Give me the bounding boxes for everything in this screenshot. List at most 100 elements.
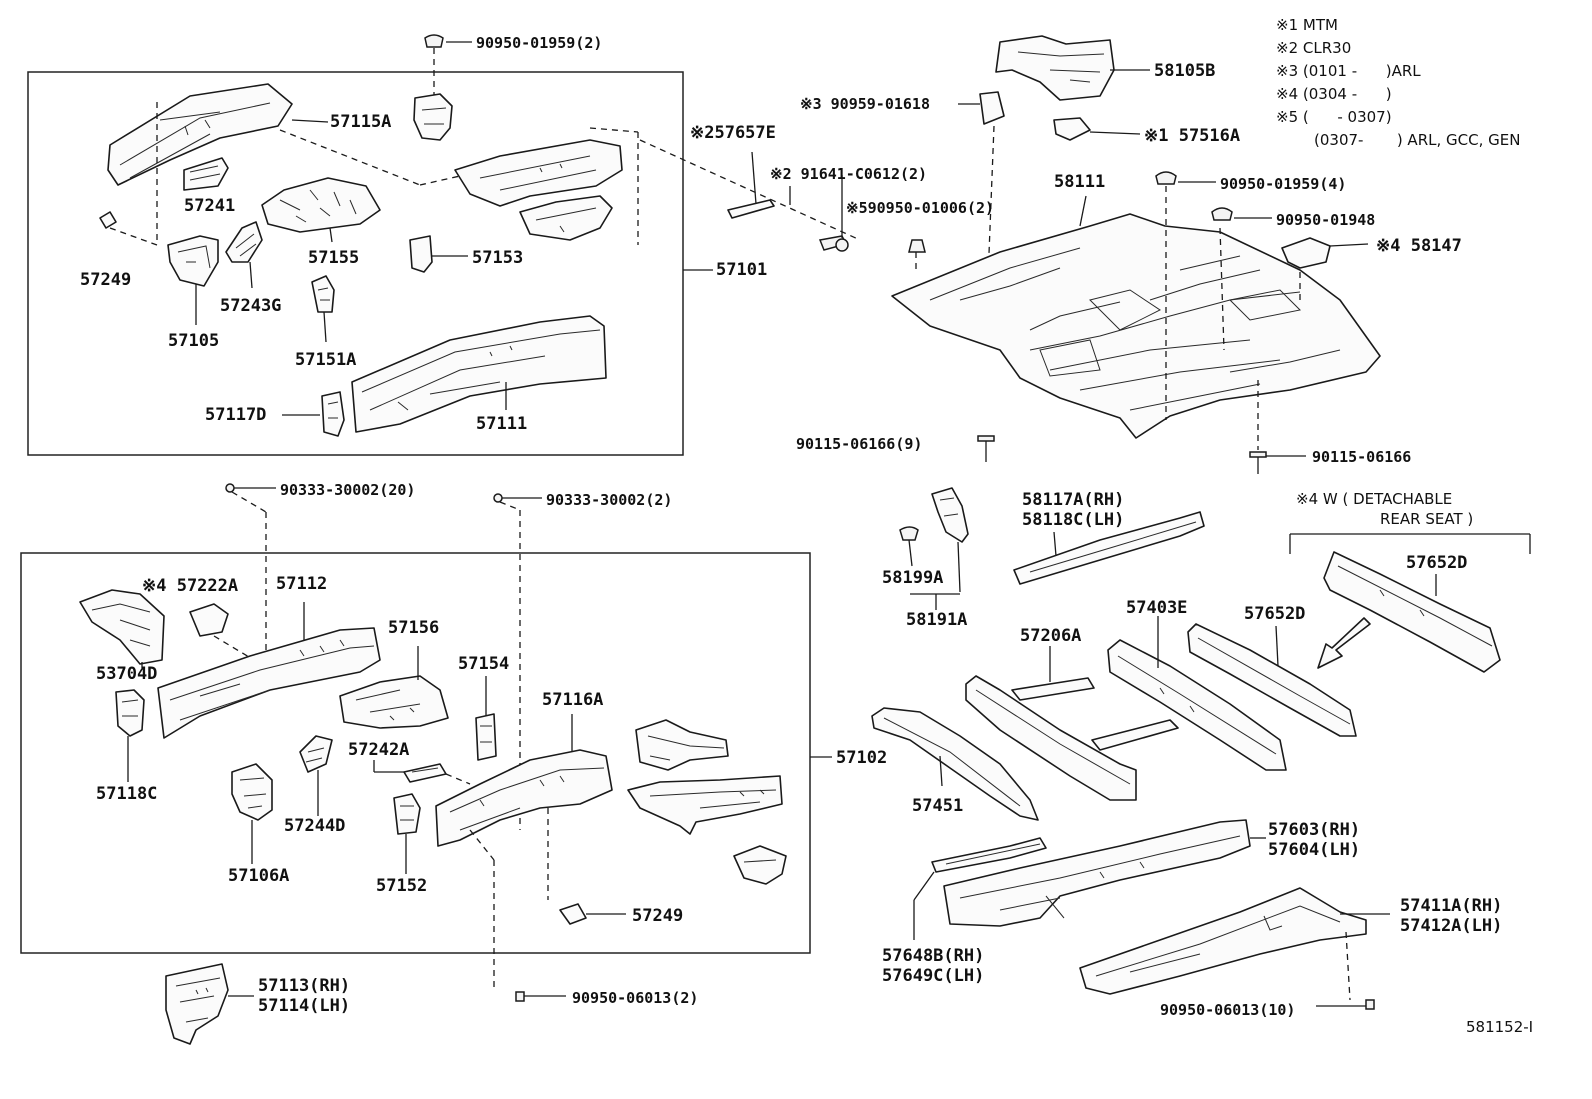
label-57244D: 57244D <box>284 816 346 836</box>
label-58105B: 58105B <box>1154 61 1216 81</box>
label-57249-top: 57249 <box>80 270 132 290</box>
label-57604: 57604(LH) <box>1268 840 1361 860</box>
label-57648B: 57648B(RH) <box>882 946 985 966</box>
part-58117A <box>1013 511 1205 585</box>
label-57105: 57105 <box>168 331 220 351</box>
label-57118C: 57118C <box>96 784 158 804</box>
clips-58111 <box>1155 171 1369 269</box>
note-3: ※3 (0101 - )ARL <box>1276 60 1520 83</box>
label-90950-01006: ※590950-01006(2) <box>846 199 995 217</box>
part-57206A <box>965 646 1179 801</box>
label-90333-30002-2: 90333-30002(2) <box>546 491 673 509</box>
label-57114: 57114(LH) <box>258 996 351 1016</box>
part-57242A <box>373 760 471 785</box>
part-57113-57114 <box>165 963 254 1045</box>
note-mark: ※5 <box>1276 108 1299 126</box>
part-57657E <box>639 139 926 270</box>
diagram-code: 581152-I <box>1466 1018 1534 1036</box>
note-4: ※4 (0304 - ) <box>1276 83 1520 106</box>
label-57412A: 57412A(LH) <box>1400 916 1503 936</box>
clip-90950-01959-top <box>424 34 472 96</box>
part-57222A <box>189 603 255 661</box>
part-57116A <box>435 714 613 900</box>
part-57603 <box>943 819 1266 927</box>
label-90115-06166: 90115-06166 <box>1312 448 1412 466</box>
part-58105B <box>995 35 1150 101</box>
note-detachable-seat-1: ※4 W ( DETACHABLE <box>1296 490 1453 508</box>
label-57113: 57113(RH) <box>258 976 351 996</box>
label-57451: 57451 <box>912 796 964 816</box>
note-text: ( - 0307) <box>1302 108 1392 126</box>
part-57106A <box>231 763 273 864</box>
label-53704D: 53704D <box>96 664 158 684</box>
label-57649C: 57649C(LH) <box>882 966 985 986</box>
part-57151A <box>311 275 335 343</box>
part-57154 <box>475 676 497 761</box>
note-2: ※2 CLR30 <box>1276 37 1520 60</box>
label-57206A: 57206A <box>1020 626 1082 646</box>
part-57115A <box>107 83 421 246</box>
label-57243G: 57243G <box>220 296 282 316</box>
label-57603: 57603(RH) <box>1268 820 1361 840</box>
label-58199A: 58199A <box>882 568 944 588</box>
group-frame-57102 <box>20 552 811 954</box>
note-mark: ※1 <box>1276 16 1299 34</box>
note-detachable-seat-2: REAR SEAT ) <box>1380 510 1474 528</box>
part-rail-bottom-right <box>627 719 787 885</box>
label-57657E: ※257657E <box>690 123 776 143</box>
label-57156: 57156 <box>388 618 440 638</box>
label-57106A: 57106A <box>228 866 290 886</box>
part-57118C <box>115 689 145 782</box>
part-rail-upper <box>413 93 639 245</box>
note-mark: ※3 <box>1276 62 1299 80</box>
note-text: (0304 - ) <box>1302 85 1392 103</box>
label-57102: 57102 <box>836 748 888 768</box>
label-57403E: 57403E <box>1126 598 1188 618</box>
note-text: (0307- ) ARL, GCC, GEN <box>1314 131 1521 149</box>
group-frame-57101 <box>27 71 684 456</box>
note-text: (0101 - )ARL <box>1302 62 1421 80</box>
label-58191A: 58191A <box>906 610 968 630</box>
label-57652D-mid: 57652D <box>1244 604 1306 624</box>
arrow-direction <box>1317 617 1371 669</box>
label-57116A: 57116A <box>542 690 604 710</box>
label-90950-06013-10: 90950-06013(10) <box>1160 1001 1296 1019</box>
note-6: (0307- ) ARL, GCC, GEN <box>1276 129 1520 152</box>
label-57222A: ※4 57222A <box>142 576 239 596</box>
note-1: ※1 MTM <box>1276 14 1520 37</box>
part-57243G <box>225 221 263 289</box>
part-57244D <box>299 735 333 816</box>
part-57516A <box>1053 117 1141 141</box>
label-58111: 58111 <box>1054 172 1106 192</box>
note-5: ※5 ( - 0307) <box>1276 106 1520 129</box>
note-mark: ※2 <box>1276 39 1299 57</box>
label-57151A: 57151A <box>295 350 357 370</box>
part-57249-small <box>99 211 117 229</box>
part-57451 <box>871 707 1039 821</box>
label-57516A: ※1 57516A <box>1144 126 1241 146</box>
note-text: CLR30 <box>1302 39 1352 57</box>
label-57112: 57112 <box>276 574 328 594</box>
label-57117D: 57117D <box>205 405 267 425</box>
label-90950-01948: 90950-01948 <box>1276 211 1376 229</box>
label-57155: 57155 <box>308 248 360 268</box>
label-57115A: 57115A <box>330 112 392 132</box>
note-mark: ※4 <box>1276 85 1299 103</box>
label-58117A: 58117A(RH) <box>1022 490 1125 510</box>
part-57152 <box>393 793 421 874</box>
label-57242A: 57242A <box>348 740 410 760</box>
bolts-90115-06166 <box>977 380 1306 474</box>
part-57117D <box>282 391 345 437</box>
label-90959-01618: ※3 90959-01618 <box>800 95 930 113</box>
label-57101: 57101 <box>716 260 768 280</box>
part-57156 <box>339 646 449 729</box>
part-57411A <box>1079 887 1390 1010</box>
part-57105 <box>167 235 219 325</box>
label-57152: 57152 <box>376 876 428 896</box>
part-57652D-mid <box>1187 623 1357 737</box>
label-57241: 57241 <box>184 196 236 216</box>
part-57111 <box>351 315 607 433</box>
label-58118C: 58118C(LH) <box>1022 510 1125 530</box>
part-57112 <box>157 602 381 739</box>
